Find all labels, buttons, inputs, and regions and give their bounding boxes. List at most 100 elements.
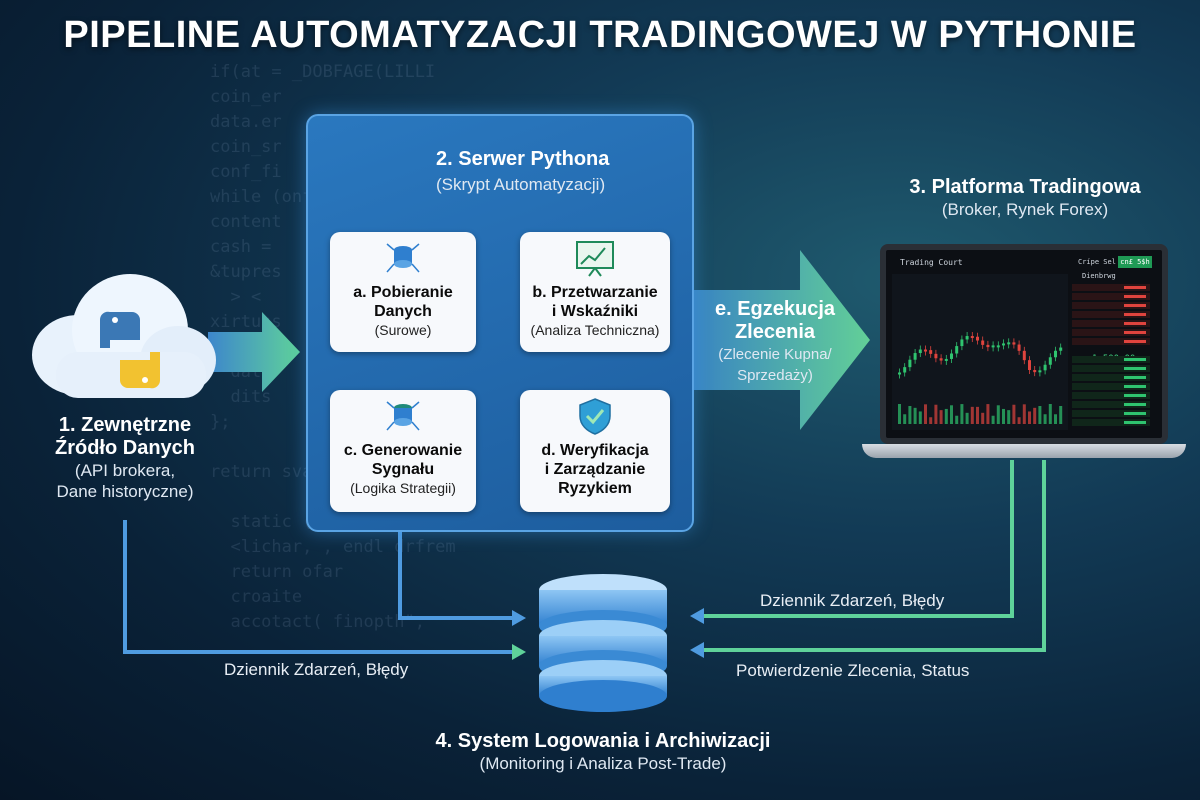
step-b-title1: b. Przetwarzanie: [532, 284, 658, 301]
step-c-sub: (Logika Strategii): [350, 480, 456, 496]
source-to-server-arrow: [208, 312, 300, 392]
volume-bar: [898, 404, 901, 424]
candle-body: [1048, 357, 1052, 365]
candle-body: [965, 336, 969, 340]
order-book-row: [1072, 392, 1150, 399]
order-book-value: [1124, 322, 1146, 325]
candle-body: [1059, 347, 1063, 351]
volume-bar: [918, 411, 922, 424]
candle-body: [960, 339, 964, 347]
signal-hub-icon: [386, 401, 420, 431]
right-log-label: Dziennik Zdarzeń, Błędy: [760, 591, 945, 610]
candle-body: [1002, 343, 1005, 346]
volume-bar: [944, 408, 948, 424]
candle-body: [1038, 370, 1042, 373]
volume-bar: [1033, 407, 1037, 424]
server-log-line: [398, 512, 515, 620]
order-book-row: [1072, 410, 1150, 417]
candle-body: [898, 372, 901, 375]
order-book-row: [1072, 347, 1150, 354]
platform-label: 3. Platforma Tradingowa (Broker, Rynek F…: [880, 176, 1170, 220]
order-book-value: [1124, 358, 1146, 361]
order-book-value: [1124, 412, 1146, 415]
candlestick-chart: [892, 274, 1068, 430]
candle-body: [976, 336, 979, 341]
execution-arrow: [690, 250, 870, 430]
chart-board-icon: [576, 241, 614, 277]
order-book-row: [1072, 383, 1150, 390]
order-book-row: [1072, 338, 1150, 345]
volume-bar: [1038, 406, 1042, 424]
logging-title: 4. System Logowania i Archiwizacji: [435, 730, 771, 752]
source-sub2: Dane historyczne): [56, 482, 194, 501]
left-log-label: Dziennik Zdarzeń, Błędy: [224, 660, 409, 679]
step-a-title2: Danych: [374, 303, 432, 320]
candle-body: [981, 340, 985, 345]
step-a-sub: (Surowe): [374, 322, 432, 338]
candle-body: [929, 350, 933, 354]
volume-bar: [955, 415, 959, 424]
candle-body: [991, 345, 995, 348]
source-sub1: (API brokera,: [74, 461, 176, 480]
order-book-value: [1124, 403, 1146, 406]
screen-panel-title: Dienbrwg: [1082, 272, 1116, 280]
candle-body: [939, 358, 943, 361]
step-d-title1: d. Weryfikacja: [541, 442, 649, 459]
step-b-title2: i Wskaźniki: [551, 303, 639, 320]
order-book-row: [1072, 401, 1150, 408]
order-book-row: [1072, 302, 1150, 309]
step-d-title2: i Zarządzanie: [544, 461, 646, 478]
logging-label: 4. System Logowania i Archiwizacji (Moni…: [360, 730, 846, 774]
candle-body: [913, 353, 917, 360]
candle-body: [996, 345, 1000, 348]
order-book-row: [1072, 284, 1150, 291]
volume-bar: [934, 404, 938, 424]
order-book-value: [1124, 340, 1146, 343]
candle-body: [1054, 350, 1057, 358]
order-book-row: [1072, 329, 1150, 336]
volume-bar: [996, 405, 1000, 424]
screen-button: Crípe Sel: [1078, 258, 1116, 266]
order-book-value: [1124, 304, 1146, 307]
python-server-panel: 2. Serwer Pythona (Skrypt Automatyzacji)…: [306, 114, 694, 532]
volume-bar: [965, 412, 969, 424]
volume-bar: [1054, 414, 1057, 424]
candle-body: [908, 359, 912, 368]
candle-body: [918, 349, 922, 354]
volume-bar: [1002, 408, 1005, 424]
order-book-row: [1072, 374, 1150, 381]
server-subtitle: (Skrypt Automatyzacji): [436, 175, 606, 194]
candle-body: [970, 336, 974, 339]
order-book-row: [1072, 365, 1150, 372]
order-book-row: [1072, 320, 1150, 327]
candle-body: [1012, 342, 1016, 345]
python-logo-icon: [99, 311, 161, 389]
source-label: 1. Zewnętrzne Źródło Danych (API brokera…: [20, 414, 230, 502]
volume-bar: [950, 405, 953, 424]
volume-bar: [970, 406, 974, 424]
platform-title: 3. Platforma Tradingowa: [909, 176, 1141, 198]
candle-body: [1028, 360, 1031, 371]
step-c-title2: Sygnału: [371, 461, 435, 478]
volume-bar: [986, 404, 990, 424]
order-book-value: [1124, 313, 1146, 316]
volume-bar: [991, 415, 995, 424]
source-title: 1. Zewnętrzne Źródło Danych: [55, 414, 196, 459]
volume-bar: [1043, 414, 1047, 424]
volume-bar: [1022, 404, 1026, 424]
order-book-row: [1072, 293, 1150, 300]
volume-bar: [903, 414, 907, 424]
order-book-row: [1072, 419, 1150, 426]
screen-title: Trading Court: [900, 258, 963, 267]
execution-title1: e. Egzekucja: [714, 298, 836, 320]
shield-check-icon: [579, 398, 611, 435]
order-book-row: [1072, 311, 1150, 318]
volume-bar: [1012, 404, 1016, 424]
step-b-sub: (Analiza Techniczna): [530, 322, 660, 338]
logging-subtitle: (Monitoring i Analiza Post-Trade): [479, 754, 727, 773]
platform-confirm-line: [700, 460, 1046, 652]
candle-body: [1022, 350, 1026, 361]
step-c-title1: c. Generowanie: [343, 442, 463, 459]
step-d-title3: Ryzykiem: [558, 480, 632, 497]
volume-bar: [981, 412, 985, 424]
